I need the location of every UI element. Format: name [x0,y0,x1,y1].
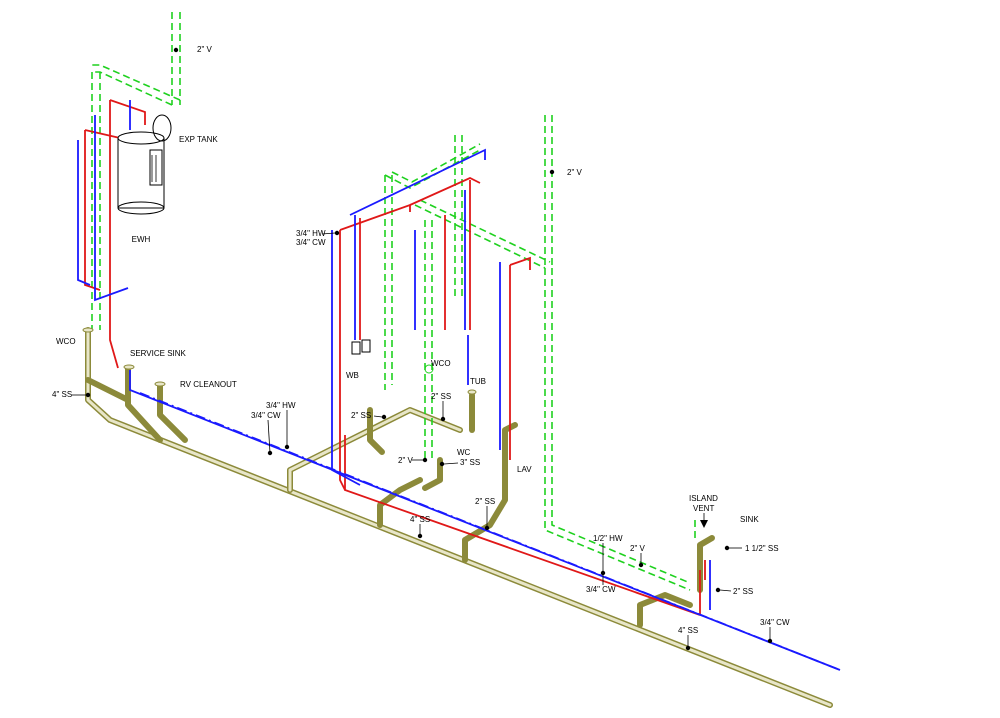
label-tub: TUB [470,377,486,386]
label-2in-ss-wb: 2" SS [351,411,371,420]
label-vent-top-left: 2" V [197,45,213,54]
label-hw-34-mid: 3/4" HW [266,401,296,410]
expansion-tank [152,114,172,142]
vent-piping [91,12,696,591]
water-heater [117,131,165,215]
waste-piping [85,327,833,708]
label-half-in-hw: 1/2" HW [593,534,623,543]
label-2in-ss-tub: 2" SS [431,392,451,401]
label-hw-34-riser: 3/4" HW [296,229,326,238]
label-wc: WC [457,448,471,457]
label-lav: LAV [517,465,532,474]
label-exp-tank: EXP TANK [179,135,218,144]
label-service-sink: SERVICE SINK [130,349,187,358]
label-4in-ss-left: 4" SS [52,390,72,399]
label-1-half-in-ss: 1 1/2" SS [745,544,779,553]
label-ewh: EWH [132,235,151,244]
wb-valves [351,339,371,355]
label-4in-ss-mid: 4" SS [410,515,430,524]
label-3in-ss: 3" SS [460,458,480,467]
hot-water-piping [84,99,706,616]
label-cw-34-riser: 3/4" CW [296,238,326,247]
label-cw-34-mid: 3/4" CW [251,411,281,420]
label-wco-mid: WCO [431,359,451,368]
label-island-vent-line2: VENT [693,504,714,513]
label-rv-cleanout: RV CLEANOUT [180,380,237,389]
label-wco-left: WCO [56,337,76,346]
label-vent-right: 2" V [567,168,583,177]
labels: 2" V EXP TANK EWH WCO SERVICE SINK 4" SS… [52,45,790,651]
label-island-vent-line1: ISLAND [689,494,718,503]
label-wb: WB [346,371,359,380]
fixture-cleanouts [82,327,477,395]
label-sink: SINK [740,515,759,524]
label-2in-v-island: 2" V [630,544,646,553]
label-34-cw-right: 3/4" CW [760,618,790,627]
label-4in-ss-right: 4" SS [678,626,698,635]
label-34-cw-low: 3/4" CW [586,585,616,594]
label-2in-v-wc: 2" V [398,456,414,465]
label-2in-ss-sink: 2" SS [733,587,753,596]
label-2in-ss-lav: 2" SS [475,497,495,506]
